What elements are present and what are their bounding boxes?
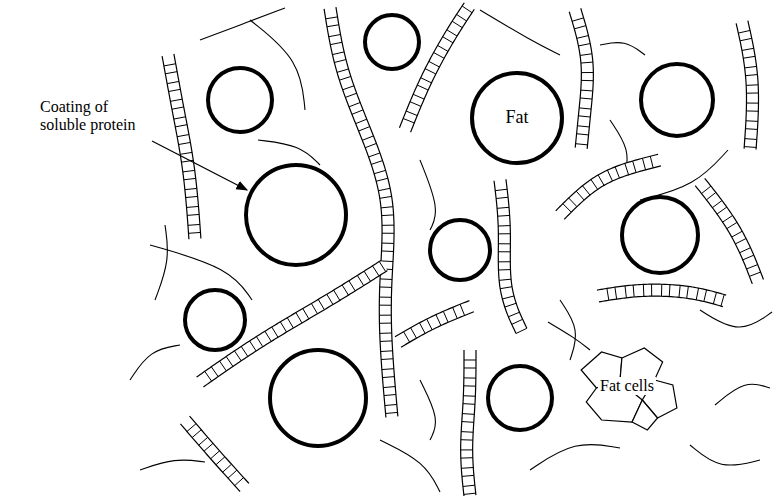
fat-globule	[430, 220, 490, 280]
node-label: Fat cells	[598, 377, 656, 395]
connective-strand	[130, 345, 180, 380]
connective-strand	[548, 322, 590, 350]
connective-strand	[200, 8, 285, 40]
connective-strand	[420, 160, 435, 230]
muscle-fibre	[569, 8, 593, 150]
fat-globules	[185, 15, 713, 446]
connective-strand	[715, 384, 770, 405]
muscle-fibre	[736, 21, 758, 150]
muscle-fibre	[461, 350, 476, 496]
connective-tissue	[130, 8, 772, 492]
connective-strand	[258, 140, 320, 165]
muscle-fibre	[695, 178, 763, 284]
connective-strand	[140, 460, 205, 470]
leader-arrow	[152, 141, 247, 190]
fat-cell-cluster: Fat cells	[571, 340, 683, 432]
fat-globule	[208, 68, 272, 132]
callout-label: Coating of soluble protein	[40, 98, 156, 135]
muscle-fibre	[162, 54, 201, 240]
fat-globule	[185, 290, 245, 350]
connective-strand	[380, 440, 440, 492]
connective-strand	[155, 225, 167, 300]
muscle-fibre	[395, 301, 474, 348]
connective-strand	[700, 310, 772, 327]
fat-globule	[622, 197, 698, 273]
fat-globule	[365, 15, 419, 69]
connective-strand	[600, 43, 645, 55]
connective-strand	[560, 300, 575, 360]
fat-globule	[246, 165, 346, 265]
connective-strand	[530, 444, 620, 470]
fat-globule	[488, 366, 552, 430]
connective-strand	[420, 380, 435, 440]
fat-globule	[641, 64, 713, 136]
muscle-fibre	[597, 284, 726, 306]
fat-globule	[270, 350, 366, 446]
connective-strand	[480, 10, 560, 55]
muscle-fibres	[162, 3, 763, 496]
fat-globule: Fat	[470, 71, 564, 165]
muscle-fibre	[494, 179, 527, 333]
muscle-fibre	[180, 416, 249, 491]
connective-strand	[690, 445, 760, 465]
node-label: Fat	[505, 108, 528, 128]
